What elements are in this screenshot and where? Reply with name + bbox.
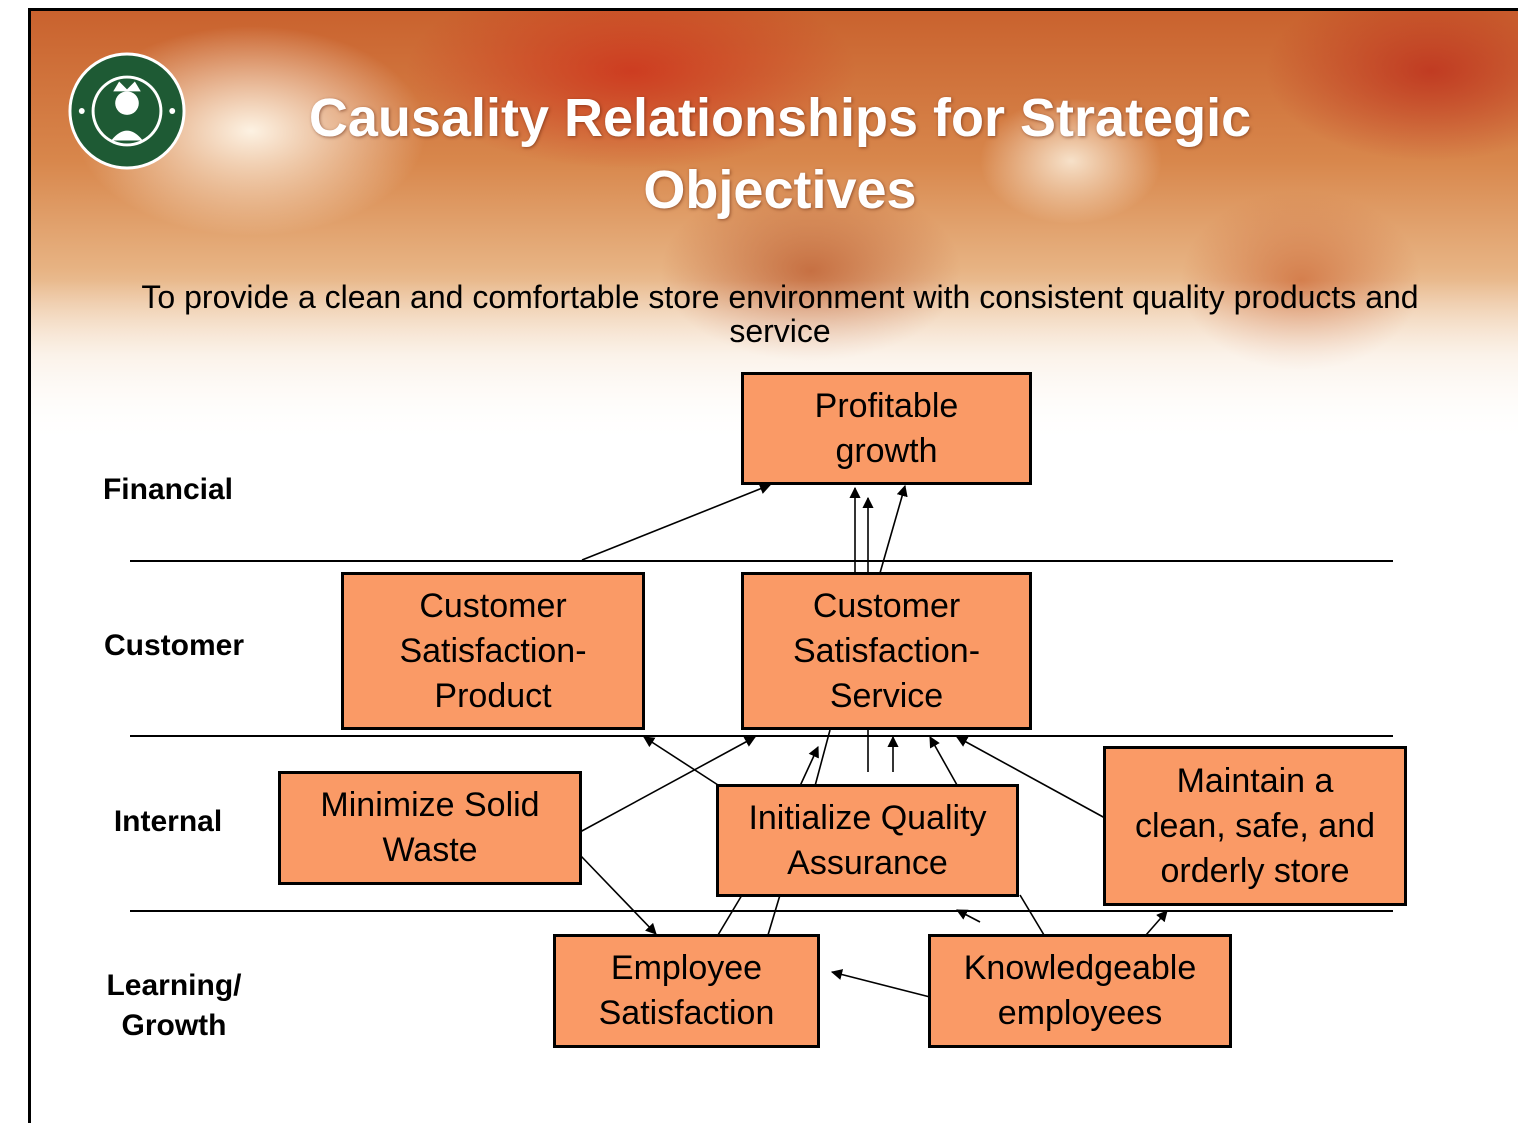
perspective-label-internal: Internal xyxy=(113,805,223,838)
separator-customer-internal xyxy=(130,735,1393,737)
frame-border-left xyxy=(28,8,31,1123)
separator-internal-learning xyxy=(130,910,1393,912)
objective-minimize-solid-waste: Minimize Solid Waste xyxy=(278,771,582,885)
arrow-knowledge-to-employee xyxy=(830,969,931,998)
arrow-qa-to-service-3 xyxy=(929,736,958,786)
separator-financial-customer xyxy=(130,560,1393,562)
link-employee-qa-2 xyxy=(767,894,781,936)
perspective-label-learning-growth: Learning/ Growth xyxy=(106,969,242,1042)
slide-title: Causality Relationships for Strategic Ob… xyxy=(308,88,1252,220)
arrow-qa-to-service-1 xyxy=(799,745,819,787)
frame-border-top xyxy=(28,8,1518,11)
mission-statement: To provide a clean and comfortable store… xyxy=(141,279,1419,349)
objective-knowledgeable-employees: Knowledgeable employees xyxy=(928,934,1232,1048)
perspective-label-financial: Financial xyxy=(102,473,234,506)
starbucks-logo xyxy=(68,52,186,170)
arrow-knowledge-to-store xyxy=(1145,910,1168,936)
perspective-label-customer: Customer xyxy=(103,629,245,662)
objective-profitable-growth: Profitable growth xyxy=(741,372,1032,485)
arrow-waste-to-employee xyxy=(579,854,657,935)
objective-customer-satisfaction-service: Customer Satisfaction- Service xyxy=(741,572,1032,730)
objective-initialize-quality-assurance: Initialize Quality Assurance xyxy=(716,784,1019,897)
objective-employee-satisfaction: Employee Satisfaction xyxy=(553,934,820,1048)
link-qa-service xyxy=(814,729,831,787)
objective-maintain-store: Maintain a clean, safe, and orderly stor… xyxy=(1103,746,1407,906)
arrow-qa-to-product xyxy=(643,736,719,786)
link-knowledge-qa xyxy=(1019,894,1045,936)
link-employee-qa-1 xyxy=(717,894,743,936)
arrow-product-to-growth xyxy=(581,483,772,561)
objective-customer-satisfaction-product: Customer Satisfaction- Product xyxy=(341,572,645,730)
